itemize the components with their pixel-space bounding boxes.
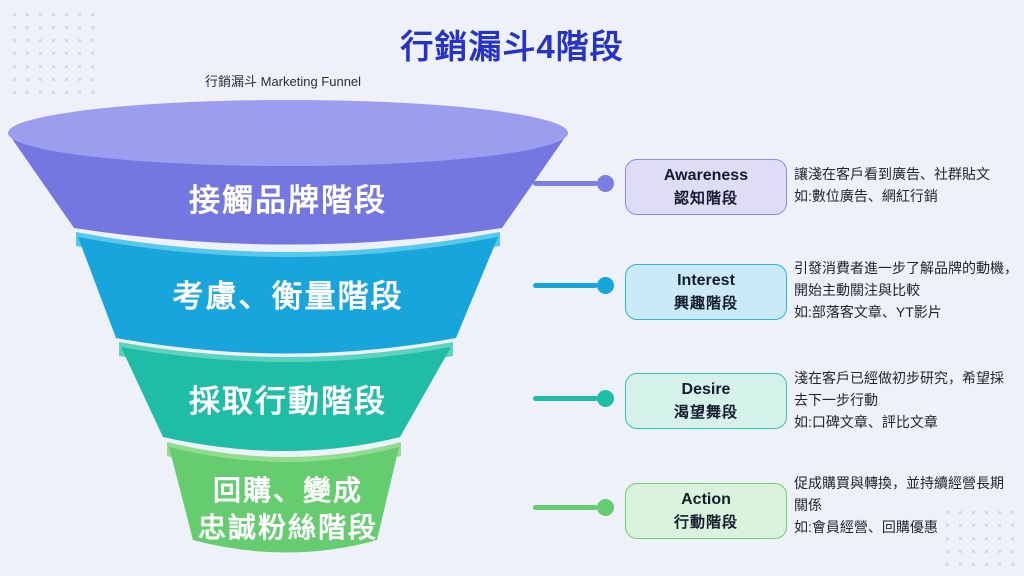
stage-desc-awareness: 讓淺在客戶看到廣告、社群貼文 如:數位廣告、網紅行銷: [794, 166, 990, 204]
dot-pattern-bottom-right: [941, 506, 1024, 576]
funnel-stage3-label: 採取行動階段: [189, 384, 387, 419]
connector-line-action: [533, 505, 598, 510]
funnel-stage4-body: [169, 447, 399, 553]
stage-box-interest: Interest 興趣階段: [625, 264, 787, 320]
funnel-stage4-label-line2: 忠誠粉絲階段: [198, 511, 378, 543]
funnel-stage1-label: 接觸品牌階段: [189, 183, 387, 218]
stage-box-action-en: Action: [681, 491, 731, 508]
page-title: 行銷漏斗4階段: [400, 28, 624, 65]
stage-box-desire: Desire 渴望舞段: [625, 373, 787, 429]
stage-box-awareness-zh: 認知階段: [673, 190, 738, 207]
funnel-stage2-label: 考慮、衡量階段: [173, 279, 404, 314]
funnel-stage2-body: [78, 237, 498, 354]
connector-line-desire: [533, 396, 598, 401]
stage-box-desire-zh: 渴望舞段: [673, 404, 738, 421]
connector-dot-desire: [597, 390, 614, 407]
funnel-subtitle: 行銷漏斗 Marketing Funnel: [205, 74, 362, 89]
stage-box-desire-en: Desire: [681, 381, 731, 398]
stage-box-interest-en: Interest: [677, 272, 735, 289]
dot-pattern-top-left: [8, 8, 100, 100]
connector-dot-awareness: [597, 175, 614, 192]
connector-dot-interest: [597, 277, 614, 294]
marketing-funnel-diagram: 接觸品牌階段 考慮、衡量階段 採取行動階段 回購、變成 忠誠粉絲階段: [8, 100, 568, 553]
connector-line-awareness: [533, 181, 598, 186]
stage-box-awareness: Awareness 認知階段: [625, 159, 787, 215]
funnel-stage3-body: [121, 347, 451, 451]
connector-dot-action: [597, 499, 614, 516]
stage-desc-desire: 淺在客戶已經做初步研究，希望採 去下一步行動 如:口碑文章、評比文章: [794, 370, 1004, 430]
stage-box-awareness-en: Awareness: [663, 167, 749, 184]
funnel-stage1-top-ellipse: [8, 100, 568, 166]
stage-box-action: Action 行動階段: [625, 483, 787, 539]
connector-line-interest: [533, 283, 598, 288]
funnel-stage4-label-line1: 回購、變成: [213, 474, 363, 506]
stage-desc-action: 促成購買與轉換，並持續經營長期 關係 如:會員經營、回購優惠: [794, 475, 1004, 535]
stage-box-interest-zh: 興趣階段: [673, 295, 738, 312]
stage-box-action-zh: 行動階段: [673, 514, 738, 531]
stage-desc-interest: 引發消費者進一步了解品牌的動機， 開始主動關注與比較 如:部落客文章、YT影片: [794, 260, 1018, 320]
